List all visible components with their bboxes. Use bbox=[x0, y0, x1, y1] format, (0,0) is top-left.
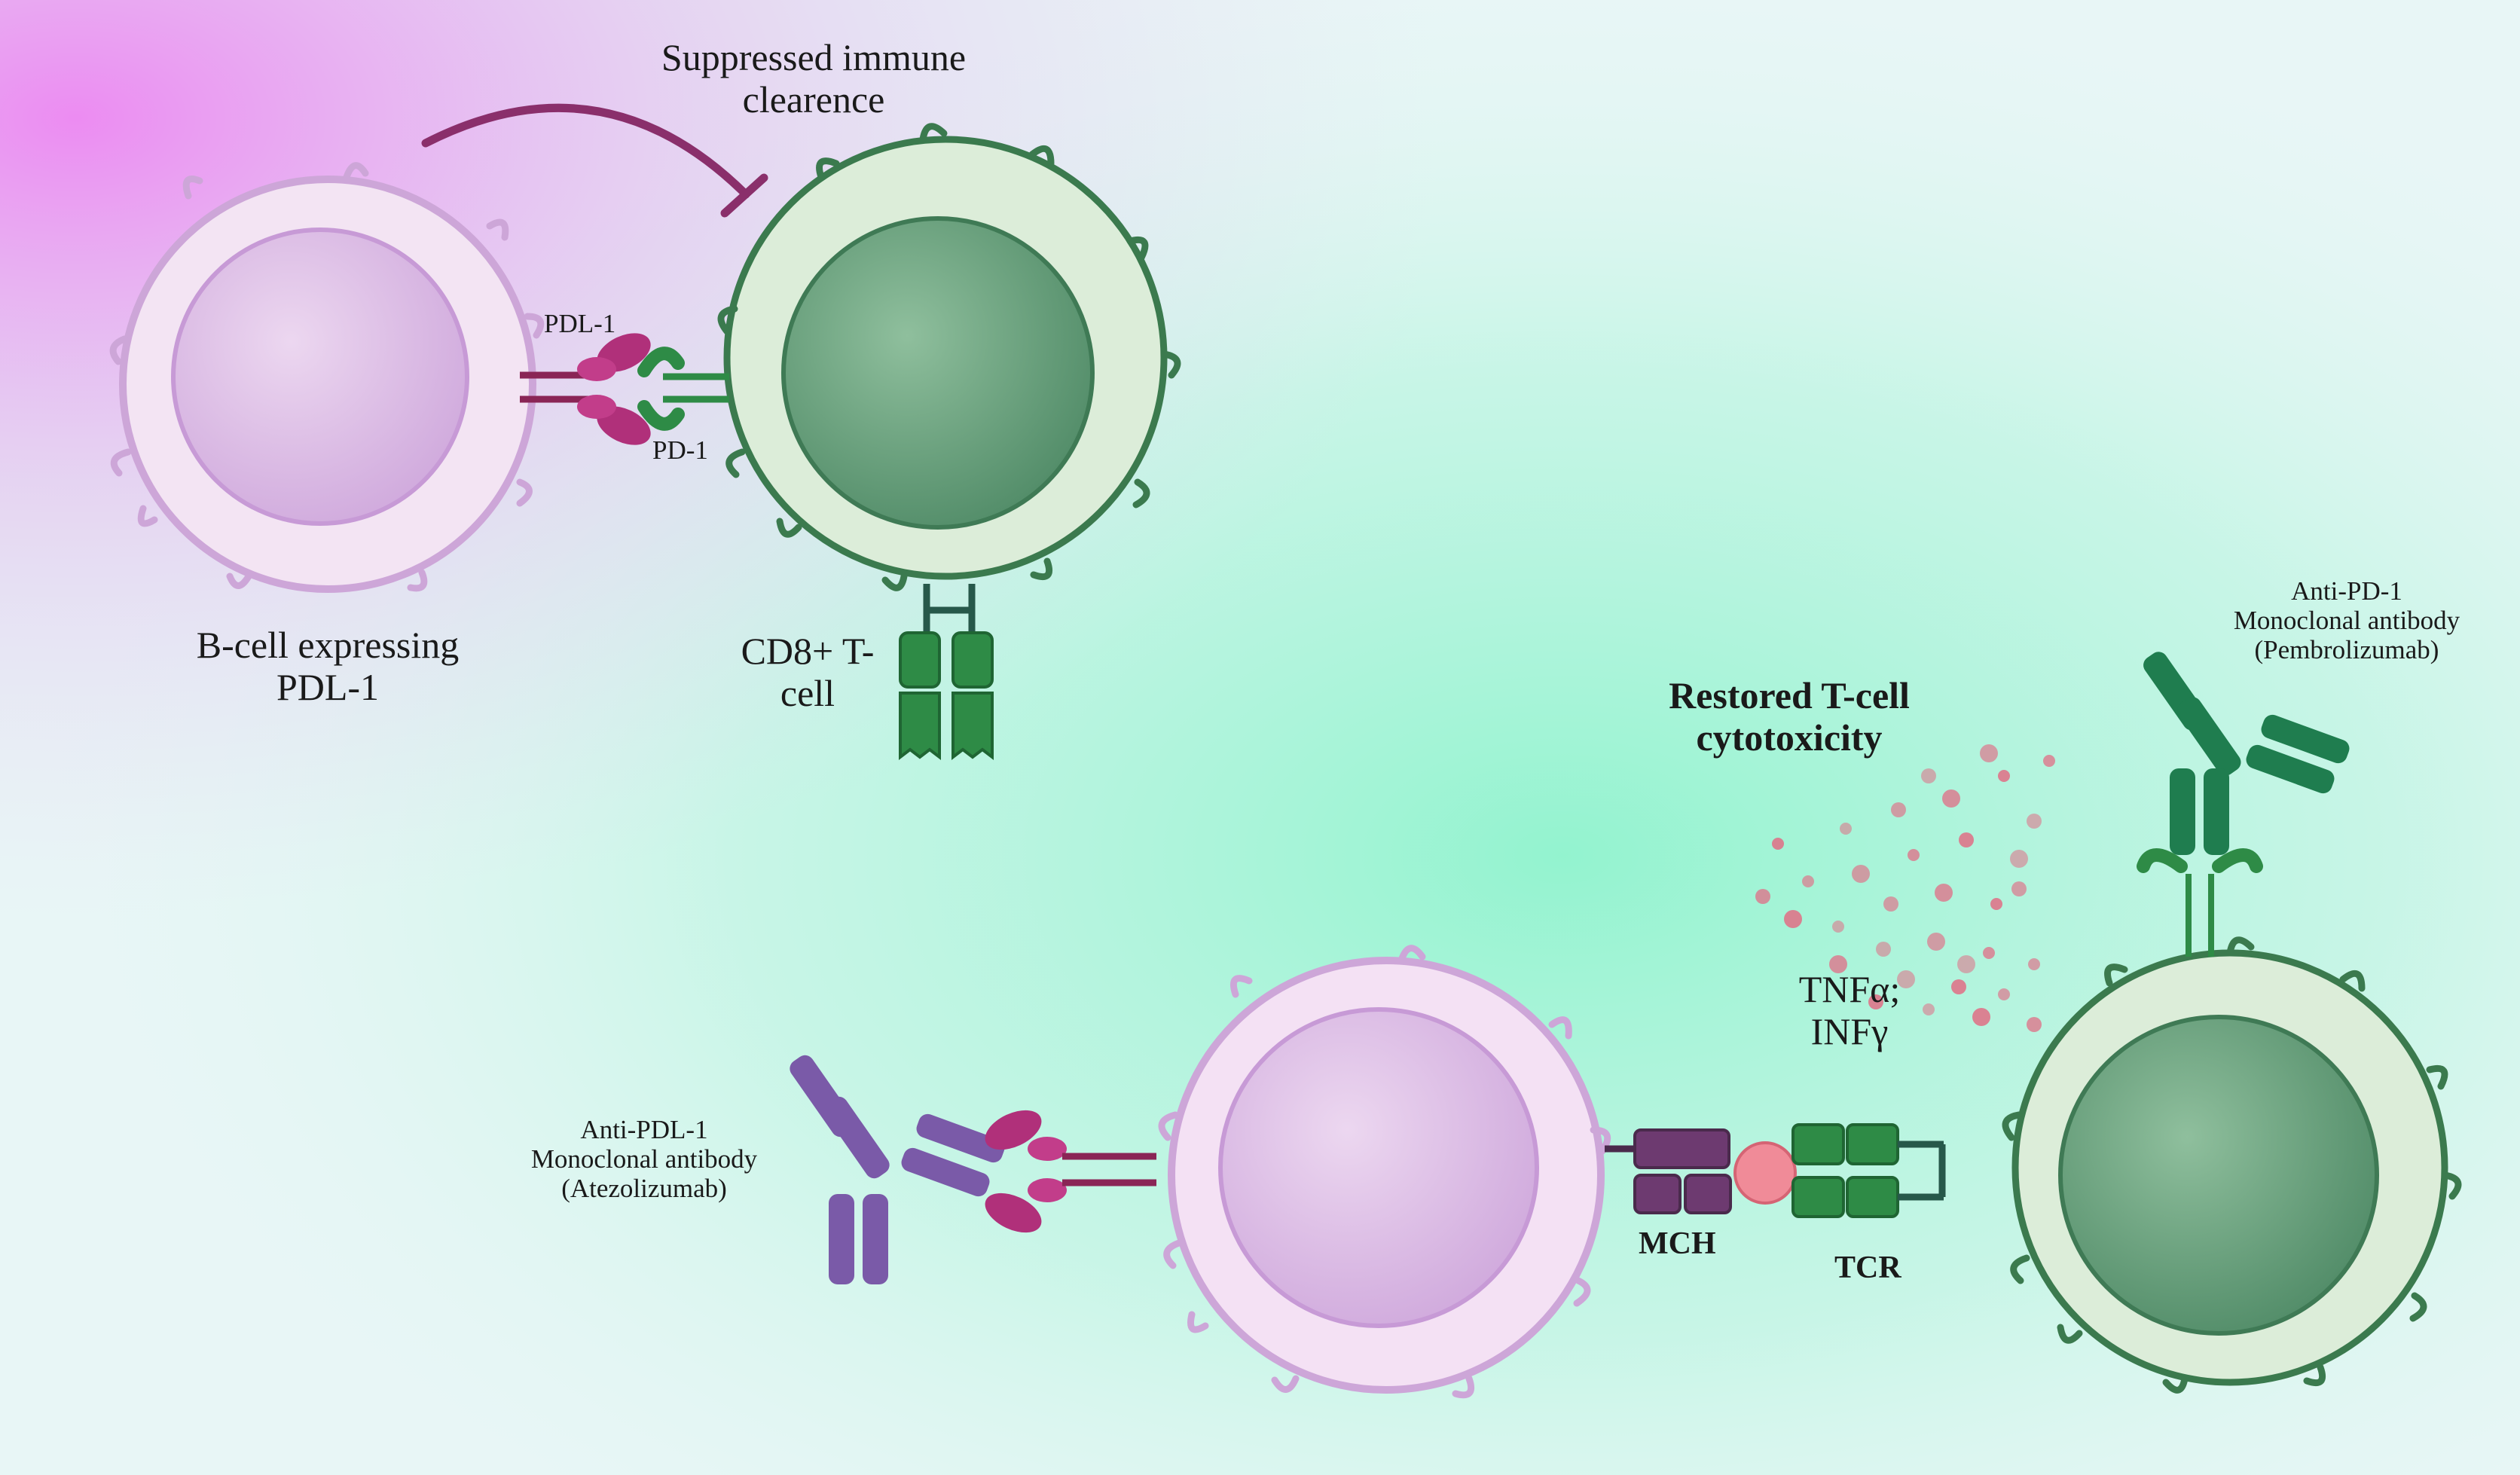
t-cell-top bbox=[717, 123, 1181, 591]
label-cytokine-line2: INFγ bbox=[1810, 1010, 1889, 1052]
label-cytokines: TNFα; INFγ bbox=[1763, 968, 1936, 1052]
t-cell-top-nucleus bbox=[781, 216, 1095, 530]
cytokine-dots bbox=[1755, 744, 2055, 1032]
label-cd8-line2: cell bbox=[780, 672, 835, 714]
cytokine-dot bbox=[1927, 933, 1945, 951]
label-anti-pdl1: Anti-PDL-1 Monoclonal antibody (Atezoliz… bbox=[486, 1115, 802, 1204]
cytokine-dot bbox=[2043, 755, 2055, 767]
label-anti-pd1-line2: Monoclonal antibody bbox=[2233, 606, 2460, 636]
label-restored-line2: cytotoxicity bbox=[1696, 716, 1883, 759]
cytokine-dot bbox=[1998, 988, 2010, 1000]
cytokine-dot bbox=[1891, 802, 1906, 817]
label-anti-pdl1-line3: (Atezolizumab) bbox=[561, 1174, 727, 1204]
b-cell-top-nucleus bbox=[171, 228, 469, 526]
b-cell-bottom bbox=[1158, 945, 1611, 1399]
b-cell-bottom-nucleus bbox=[1218, 1007, 1539, 1328]
cytokine-dot bbox=[1942, 789, 1960, 808]
cytokine-dot bbox=[1957, 955, 1975, 973]
cytokine-dot bbox=[1951, 979, 1966, 994]
cytokine-dot bbox=[1935, 884, 1953, 902]
antigen-peptide bbox=[1733, 1141, 1797, 1205]
label-suppressed-line2: clearence bbox=[742, 78, 885, 121]
label-suppressed: Suppressed immune clearence bbox=[648, 36, 979, 121]
cytokine-dot bbox=[1802, 875, 1814, 887]
label-anti-pd1-line3: (Pembrolizumab) bbox=[2254, 635, 2439, 665]
label-b-cell: B-cell expressing PDL-1 bbox=[162, 624, 493, 708]
cytokine-dot bbox=[1959, 832, 1974, 847]
cytokine-dot bbox=[1832, 921, 1844, 933]
tcr-top bbox=[899, 584, 994, 761]
label-cd8-line1: CD8+ T- bbox=[741, 630, 875, 672]
label-restored-cytotoxicity: Restored T-cell cytotoxicity bbox=[1627, 674, 1951, 759]
t-cell-bottom-nucleus bbox=[2058, 1015, 2379, 1336]
pdl1-pd1-complex bbox=[520, 333, 729, 445]
cytokine-dot bbox=[1998, 770, 2010, 782]
label-tcr: TCR bbox=[1834, 1251, 1901, 1285]
cytokine-dot bbox=[1908, 849, 1920, 861]
anti-pdl1-antibody bbox=[790, 1055, 1005, 1284]
label-anti-pdl1-line1: Anti-PDL-1 bbox=[580, 1115, 708, 1144]
cytokine-dot bbox=[1990, 898, 2002, 910]
cytokine-dot bbox=[1921, 768, 1936, 783]
label-anti-pd1-line1: Anti-PD-1 bbox=[2291, 576, 2402, 606]
cytokine-dot bbox=[2010, 850, 2028, 868]
label-suppressed-line1: Suppressed immune bbox=[661, 36, 967, 78]
label-anti-pdl1-line2: Monoclonal antibody bbox=[530, 1144, 758, 1174]
cytokine-dot bbox=[1840, 823, 1852, 835]
anti-pd1-antibody bbox=[2137, 652, 2350, 957]
label-anti-pd1: Anti-PD-1 Monoclonal antibody (Pembroliz… bbox=[2189, 576, 2505, 665]
cytokine-dot bbox=[2027, 814, 2042, 829]
cytokine-dot bbox=[1772, 838, 1784, 850]
cytokine-dot bbox=[1923, 1003, 1935, 1015]
label-cd8-tcell: CD8+ T- cell bbox=[717, 630, 898, 714]
label-pdl1: PDL-1 bbox=[544, 309, 616, 338]
cytokine-dot bbox=[1983, 947, 1995, 959]
cytokine-dot bbox=[2027, 1017, 2042, 1032]
t-cell-bottom bbox=[2002, 936, 2462, 1394]
cytokine-dot bbox=[1897, 970, 1915, 988]
label-cytokine-line1: TNFα; bbox=[1798, 968, 1901, 1010]
cytokine-dot bbox=[1829, 955, 1847, 973]
cytokine-dot bbox=[1868, 994, 1883, 1009]
cytokine-dot bbox=[1755, 889, 1770, 904]
cytokine-dot bbox=[2028, 958, 2040, 970]
cytokine-dot bbox=[1980, 744, 1998, 762]
label-mch: MCH bbox=[1639, 1226, 1716, 1261]
label-b-cell-line1: B-cell expressing bbox=[196, 624, 460, 666]
mhc-tcr-complex bbox=[1605, 1123, 1946, 1218]
b-cell-top bbox=[109, 162, 545, 593]
label-b-cell-line2: PDL-1 bbox=[276, 666, 380, 708]
cytokine-dot bbox=[1883, 896, 1898, 912]
label-restored-line1: Restored T-cell bbox=[1669, 674, 1910, 716]
pdl1-bottom bbox=[985, 1110, 1156, 1233]
cytokine-dot bbox=[2011, 881, 2027, 896]
inhibition-arrow bbox=[421, 103, 768, 218]
cytokine-dot bbox=[1784, 910, 1802, 928]
label-pd1: PD-1 bbox=[652, 435, 708, 465]
cytokine-dot bbox=[1876, 942, 1891, 957]
cytokine-dot bbox=[1972, 1008, 1990, 1026]
cytokine-dot bbox=[1852, 865, 1870, 883]
